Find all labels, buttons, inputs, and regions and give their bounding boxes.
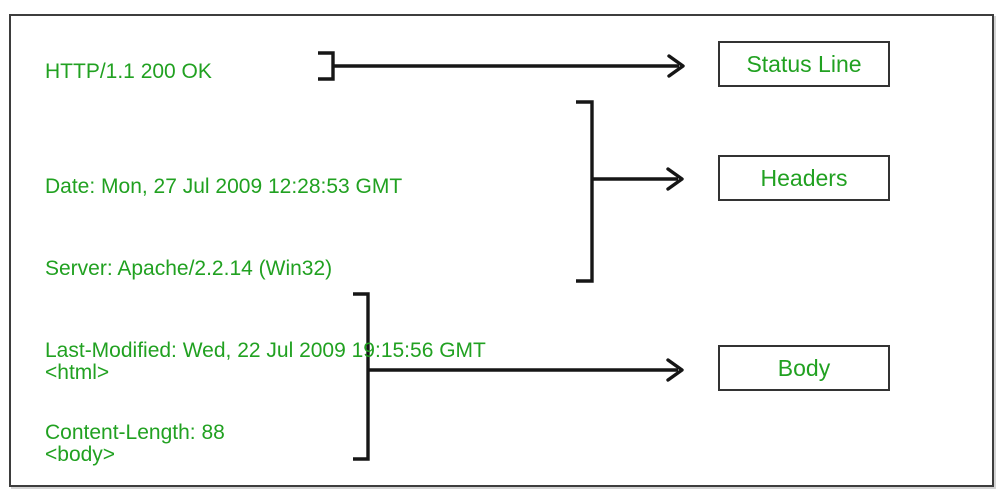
status-line-label-box: Status Line [718,41,890,87]
body-label-box: Body [718,345,890,391]
body-block: <html> <body> <h1>Hello, World!</h1> </b… [45,304,266,499]
body-line-body-open: <body> [45,443,116,467]
body-line-html-open: <html> [45,360,110,384]
headers-label: Headers [760,164,848,191]
header-line-content-length: Content-Length: 88 [45,421,225,445]
header-line-date: Date: Mon, 27 Jul 2009 12:28:53 GMT [45,174,403,198]
body-label: Body [777,354,831,381]
status-line-label: Status Line [746,50,862,77]
status-line-text: HTTP/1.1 200 OK [45,60,212,83]
header-line-last-modified: Last-Modified: Wed, 22 Jul 2009 19:15:56… [45,339,486,363]
headers-block: Date: Mon, 27 Jul 2009 12:28:53 GMT Serv… [45,118,486,499]
outer-frame [9,14,994,487]
header-line-server: Server: Apache/2.2.14 (Win32) [45,257,333,281]
headers-label-box: Headers [718,155,890,201]
